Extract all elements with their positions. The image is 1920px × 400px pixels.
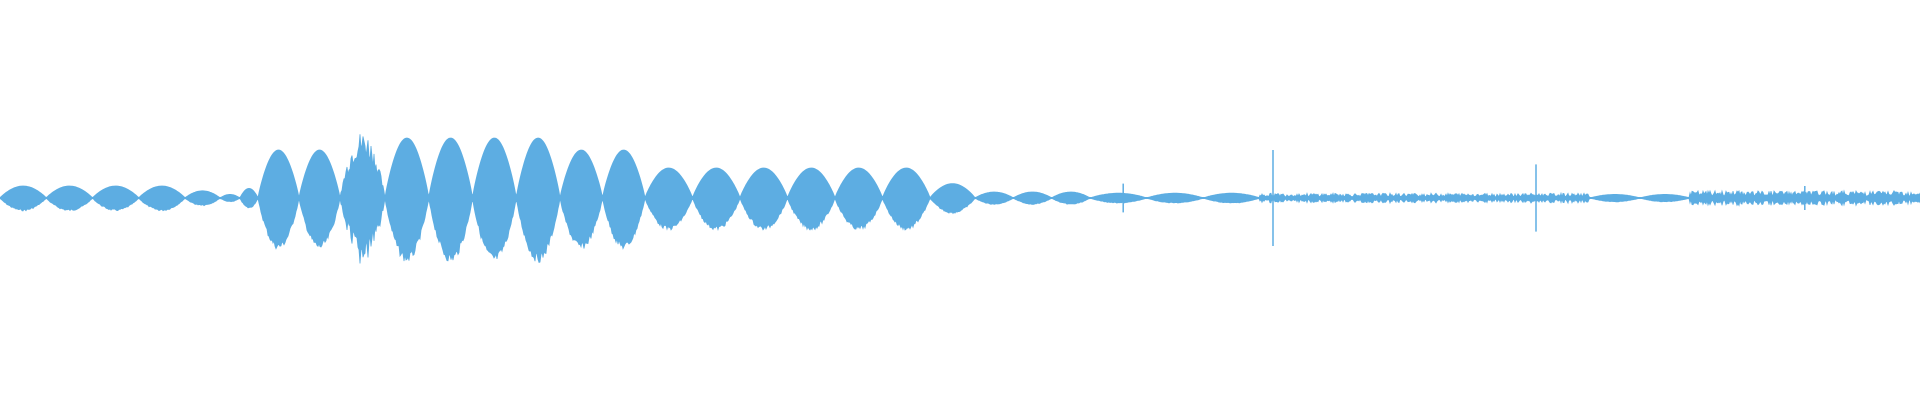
waveform-envelope (0, 134, 1920, 264)
waveform-shape (0, 134, 1920, 264)
